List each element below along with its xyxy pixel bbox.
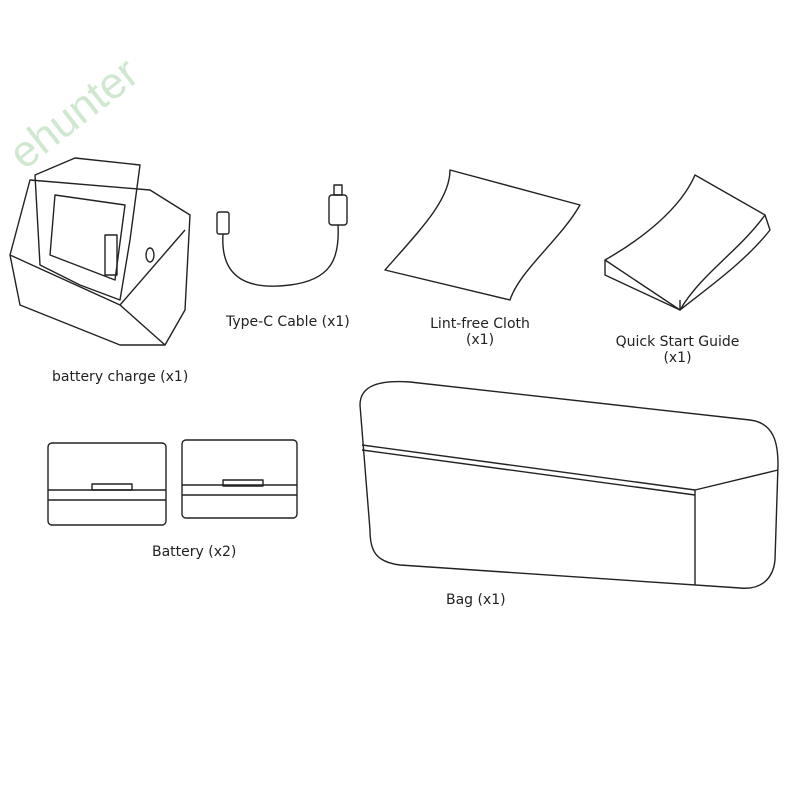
guide-qty: (x1) <box>663 350 692 366</box>
charger-drawing <box>9 157 191 346</box>
label-battery-charger: battery charge (x1) <box>52 369 189 385</box>
cable-drawing <box>216 184 348 287</box>
label-lint-free-cloth: Lint-free Cloth (x1) <box>420 316 540 348</box>
label-battery: Battery (x2) <box>152 544 237 560</box>
label-quick-start-guide: Quick Start Guide (x1) <box>605 334 750 366</box>
cloth-drawing <box>384 169 581 301</box>
label-bag: Bag (x1) <box>446 592 506 608</box>
cloth-qty: (x1) <box>465 332 495 348</box>
batteries-drawing <box>47 439 298 526</box>
guide-name: Quick Start Guide <box>615 334 740 350</box>
label-type-c-cable: Type-C Cable (x1) <box>226 314 350 330</box>
cloth-name: Lint-free Cloth <box>430 316 530 332</box>
guide-drawing <box>604 174 771 311</box>
bag-drawing <box>359 380 779 589</box>
